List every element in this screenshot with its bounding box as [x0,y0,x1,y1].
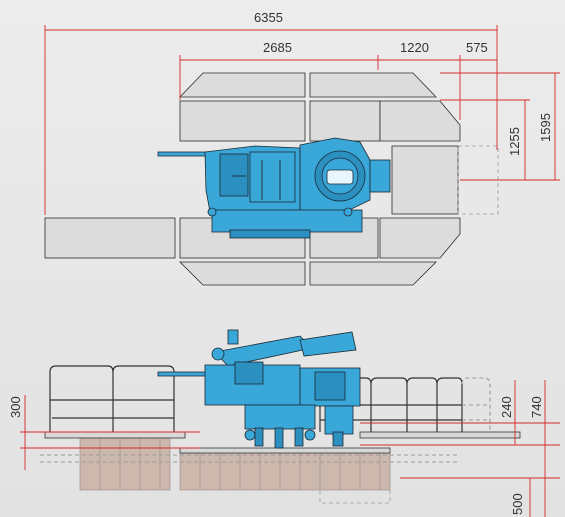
turret-detail [314,371,346,401]
deck-left [44,431,186,439]
gun-barrel [157,371,209,377]
machine-cabin [219,153,249,197]
detail-lines [232,160,281,200]
deck-right [359,431,521,439]
leg [254,427,264,447]
leg [294,427,304,447]
dim-right-length: 575 [466,40,488,55]
leg [274,427,284,449]
tile [44,217,176,259]
boom-tip [299,331,357,357]
pivot [207,207,217,217]
elevation-view: 300 240 740 500 [8,329,560,517]
carriage-arm [229,229,311,239]
pit-middle [179,449,391,491]
dim-overall-length: 6355 [254,10,283,25]
dim-elev-right-inner: 240 [499,396,514,418]
tile [379,100,461,142]
dim-span-length: 2685 [263,40,292,55]
pit [79,434,391,504]
leg [332,431,344,447]
boom-pivot [211,347,225,361]
rear-support [324,405,354,435]
dim-elev-left: 300 [8,396,23,418]
gun-barrel [157,151,207,157]
machine-top-view [157,137,391,239]
lower-carriage [211,209,363,233]
dim-elev-bottom: 500 [510,493,525,515]
lower-frame [244,404,316,430]
turret-hatch [326,169,354,185]
dim-mid-length: 1220 [400,40,429,55]
dim-inner-width: 1255 [507,127,522,156]
machine-deck [249,151,296,203]
machine-elevation [157,329,361,449]
boom-bracket [227,329,239,345]
machine-cabin [234,361,264,385]
wheel [244,429,256,441]
pivot [343,207,353,217]
tile [391,145,459,215]
tile [179,72,306,98]
tile [179,261,306,286]
tile [309,261,437,286]
rear-block [369,159,391,193]
tile [309,72,437,98]
tile [179,100,306,142]
tile [379,217,461,259]
dim-elev-right-outer: 740 [529,396,544,418]
deck-middle [179,447,391,454]
elevation-dimension-lines [20,380,560,517]
plan-view: 6355 2685 1220 575 1255 1595 [44,10,560,286]
dim-outer-width: 1595 [538,113,553,142]
wheel [304,429,316,441]
tile [309,100,381,142]
plan-dimension-lines [44,25,560,215]
